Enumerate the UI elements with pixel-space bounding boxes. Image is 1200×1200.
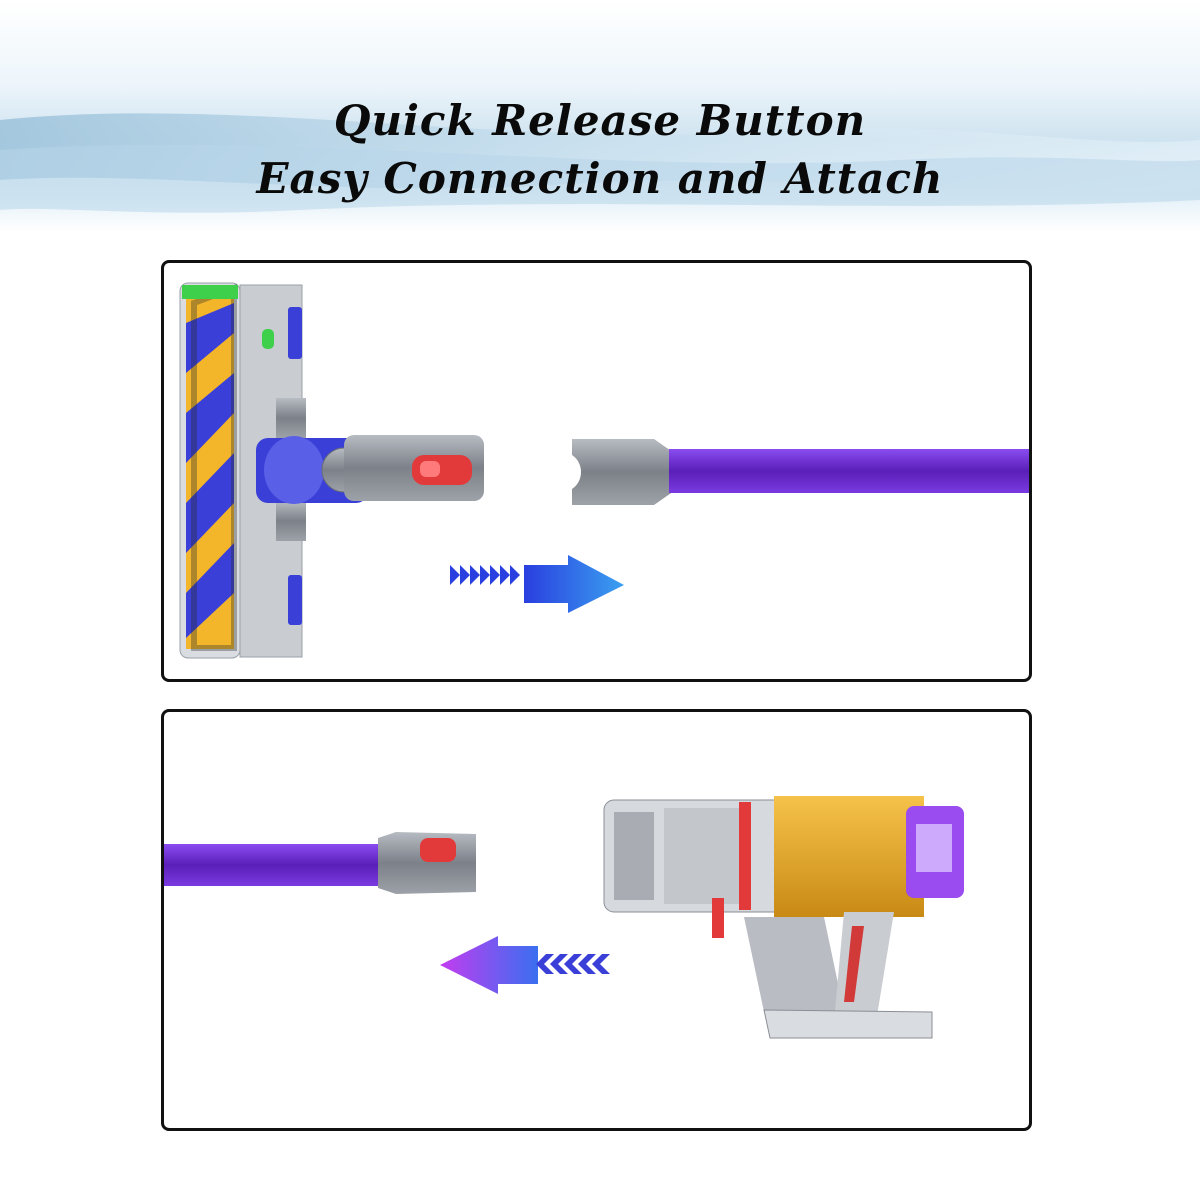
panel-wand-to-handheld <box>161 709 1032 1131</box>
release-button <box>412 455 472 485</box>
header-banner: Quick Release Button Easy Connection and… <box>0 0 1200 232</box>
panel-floor-head-to-wand <box>161 260 1032 682</box>
title-line-2: Easy Connection and Attach <box>256 154 944 203</box>
wand-tube <box>164 832 476 894</box>
wave-background <box>0 113 1200 213</box>
floor-head-brush-bar <box>179 282 241 659</box>
arrow-left-icon <box>440 936 610 994</box>
arrow-right-icon <box>450 555 624 613</box>
handheld-vacuum <box>603 796 964 1039</box>
wand-tube <box>572 439 1029 505</box>
title-line-1: Quick Release Button <box>333 96 867 145</box>
